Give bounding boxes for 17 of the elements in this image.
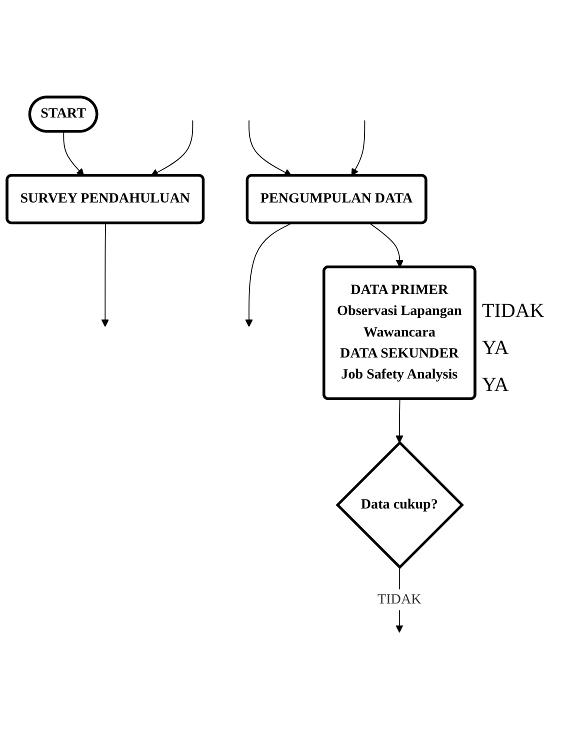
arrow xyxy=(248,120,292,176)
process-box: SURVEY PENDAHULUAN xyxy=(6,174,205,224)
decision-diamond: Data cukup? xyxy=(336,441,464,570)
note-label: TIDAK xyxy=(482,300,546,323)
process-box: PENGUMPULAN DATA xyxy=(246,174,428,224)
edge-label: TIDAK xyxy=(378,589,422,610)
arrow xyxy=(351,120,366,176)
arrow xyxy=(101,222,109,328)
arrow xyxy=(150,120,194,176)
arrow xyxy=(396,398,404,444)
process-box: DATA PRIMER Observasi Lapangan Wawancara DATA SEKUNDER Job Safety Analysis xyxy=(322,266,476,400)
note-label: YA xyxy=(482,374,510,397)
process-box: START xyxy=(28,96,98,133)
note-label: YA xyxy=(482,337,510,360)
arrow xyxy=(245,222,292,328)
arrow xyxy=(63,132,84,176)
arrow xyxy=(369,222,404,268)
